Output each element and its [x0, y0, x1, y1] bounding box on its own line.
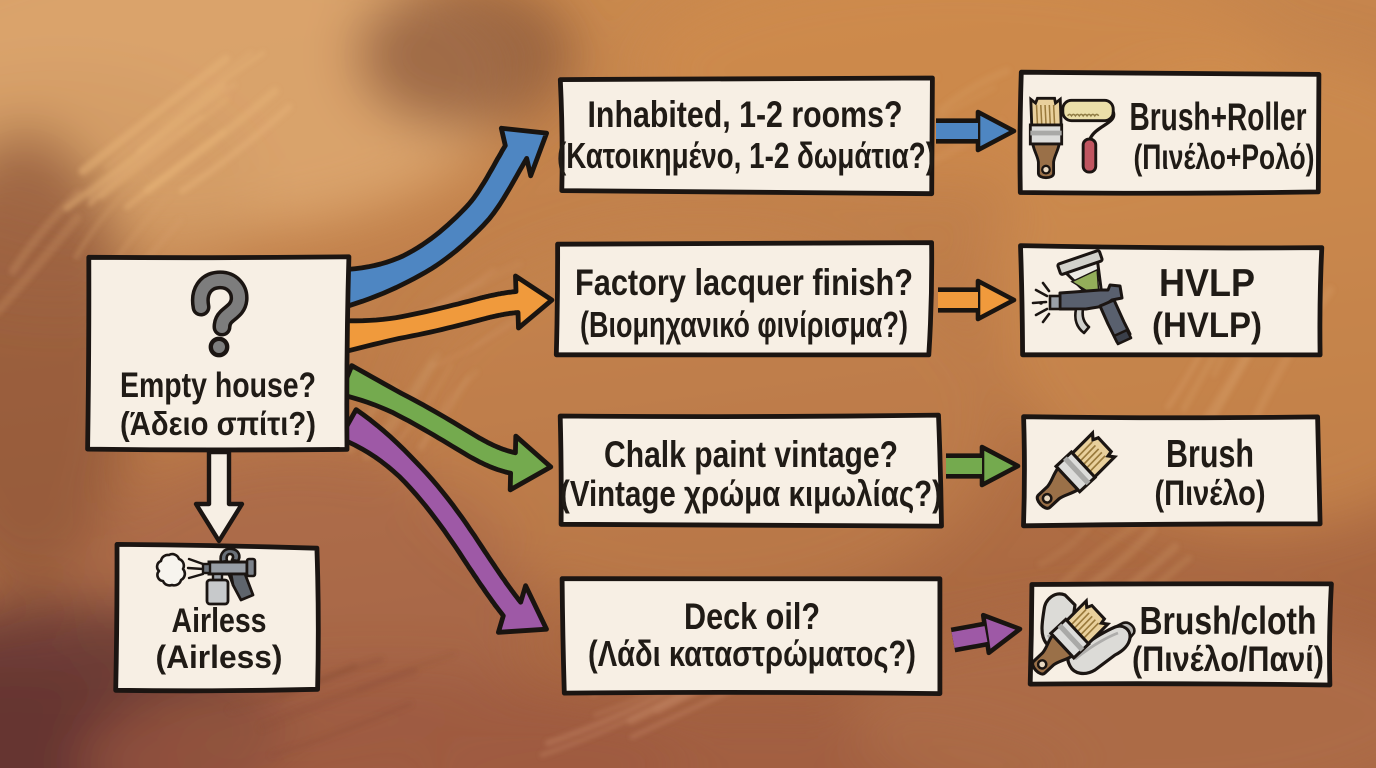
svg-text:(HVLP): (HVLP) — [1152, 306, 1262, 345]
svg-text:(Βιομηχανικό φινίρισμα?): (Βιομηχανικό φινίρισμα?) — [580, 304, 908, 345]
svg-text:(Λάδι καταστρώματος?): (Λάδι καταστρώματος?) — [588, 633, 916, 674]
svg-text:Brush+Roller: Brush+Roller — [1130, 96, 1307, 139]
svg-text:(Άδειο σπίτι?): (Άδειο σπίτι?) — [120, 405, 316, 442]
svg-text:Deck oil?: Deck oil? — [684, 595, 820, 637]
svg-text:Factory lacquer finish?: Factory lacquer finish? — [575, 261, 913, 303]
svg-text:(Πινέλο+Ρολό): (Πινέλο+Ρολό) — [1134, 138, 1315, 177]
svg-text:(Vintage χρώμα κιμωλίας?): (Vintage χρώμα κιμωλίας?) — [560, 473, 942, 514]
svg-text:HVLP: HVLP — [1159, 262, 1255, 305]
svg-text:(Πινέλο): (Πινέλο) — [1155, 474, 1266, 513]
svg-text:Brush: Brush — [1166, 433, 1254, 476]
svg-text:(Πινέλο/Πανί): (Πινέλο/Πανί) — [1132, 640, 1324, 679]
svg-text:(Κατοικημένο, 1-2 δωμάτια?): (Κατοικημένο, 1-2 δωμάτια?) — [557, 135, 935, 176]
svg-text:Airless: Airless — [172, 602, 267, 640]
svg-text:(Airless): (Airless) — [156, 639, 283, 675]
svg-text:Brush/cloth: Brush/cloth — [1140, 600, 1317, 643]
svg-text:Empty house?: Empty house? — [120, 366, 316, 405]
svg-text:Inhabited, 1-2 rooms?: Inhabited, 1-2 rooms? — [588, 93, 903, 135]
svg-text:Chalk paint vintage?: Chalk paint vintage? — [604, 433, 898, 475]
